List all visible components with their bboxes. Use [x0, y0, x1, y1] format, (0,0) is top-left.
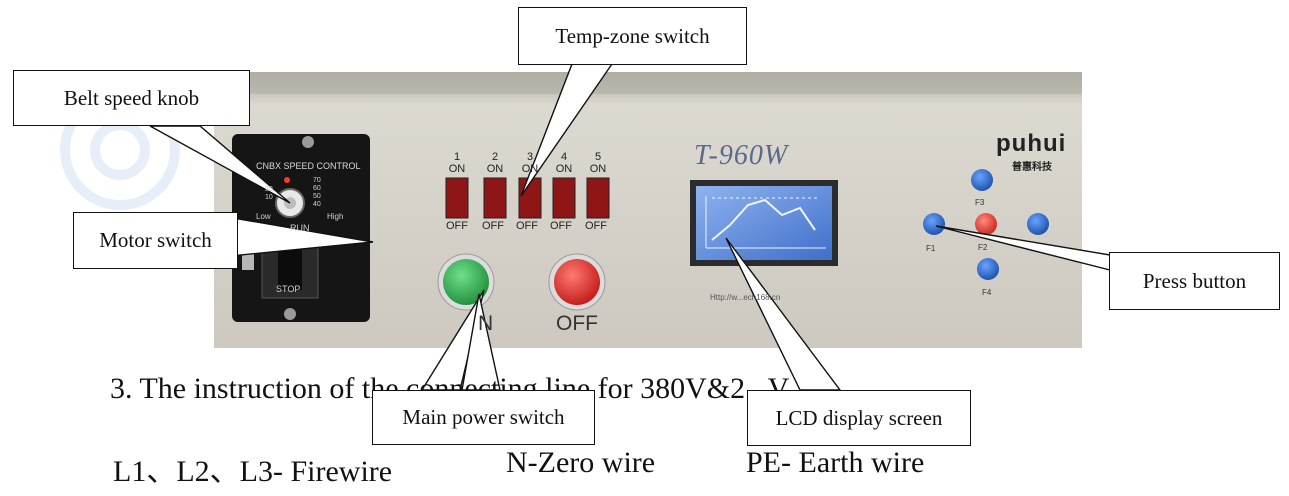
scale-label: 70 — [313, 177, 321, 184]
knob-stop-label: STOP — [276, 284, 301, 294]
function-keys — [923, 169, 1049, 280]
zone-off-label: OFF — [550, 220, 572, 232]
speed-scale: 70 60 50 40 — [313, 177, 341, 209]
brand-logo: puhui — [996, 130, 1067, 157]
zone-label-3: 3 ON — [519, 151, 541, 175]
speed-indicator-led — [284, 177, 290, 183]
zone-on-label: ON — [448, 163, 466, 175]
knob-high-label: High — [327, 212, 344, 221]
callout-lcd-display-screen: LCD display screen — [747, 390, 971, 446]
wire-zero: N-Zero wire — [506, 446, 656, 479]
power-off-button[interactable] — [554, 259, 600, 305]
brand-chinese: 普惠科技 — [1012, 162, 1052, 173]
model-name: T-960W — [694, 140, 789, 171]
temp-zone-switches — [445, 177, 610, 219]
main-power-buttons — [437, 253, 606, 311]
zone-number: 4 — [560, 151, 568, 163]
wire-earth: PE- Earth wire — [746, 446, 925, 479]
speed-control-title: CNBX SPEED CONTROL — [256, 161, 361, 171]
f3-label: F3 — [975, 198, 985, 207]
power-off-label: OFF — [556, 312, 598, 335]
zone-on-label: ON — [486, 163, 504, 175]
zone-label-2: 2 ON — [484, 151, 506, 175]
zone-on-label: ON — [521, 163, 539, 175]
zone-off-label: OFF — [516, 220, 538, 232]
zone-label-5: 5 ON — [587, 151, 609, 175]
zone-on-label: ON — [589, 163, 607, 175]
callout-press-button: Press button — [1109, 252, 1280, 310]
f4-label: F4 — [982, 288, 992, 297]
zone-number: 1 — [453, 151, 461, 163]
power-on-button[interactable] — [443, 259, 489, 305]
f1-key[interactable] — [923, 213, 945, 235]
knob-run-label: RUN — [290, 223, 310, 233]
f4-key[interactable] — [977, 258, 999, 280]
callout-belt-speed-knob: Belt speed knob — [13, 70, 250, 126]
motor-rocker-switch[interactable] — [278, 246, 302, 290]
wire-firewire: L1、L2、L3- Firewire — [113, 455, 393, 488]
scale-label: 60 — [313, 185, 321, 192]
knob-low-label: Low — [256, 212, 271, 221]
f2-key[interactable] — [975, 213, 997, 235]
scale-label: 40 — [313, 201, 321, 208]
zone-on-label: ON — [555, 163, 573, 175]
zone-label-1: 1 ON — [446, 151, 468, 175]
scale-label: 10 — [265, 194, 273, 201]
zone-off-label: OFF — [585, 220, 607, 232]
f1-label: F1 — [926, 244, 936, 253]
zone-number: 2 — [491, 151, 499, 163]
zone-number: 5 — [594, 151, 602, 163]
extra-key[interactable] — [1027, 213, 1049, 235]
zone-label-4: 4 ON — [553, 151, 575, 175]
website-label: Http://w...ech168.cn — [710, 293, 781, 302]
callout-main-power-switch: Main power switch — [372, 390, 595, 445]
f2-label: F2 — [978, 243, 988, 252]
power-on-label: N — [478, 312, 494, 335]
callout-temp-zone-switch: Temp-zone switch — [518, 7, 747, 65]
f3-key[interactable] — [971, 169, 993, 191]
zone-off-label: OFF — [446, 220, 468, 232]
scale-label: 50 — [313, 193, 321, 200]
callout-motor-switch: Motor switch — [73, 212, 238, 269]
scale-label: 20 — [265, 186, 273, 193]
speed-scale-left: 20 10 — [265, 186, 273, 202]
zone-off-label: OFF — [482, 220, 504, 232]
lcd-display — [690, 180, 838, 266]
zone-number: 3 — [526, 151, 534, 163]
